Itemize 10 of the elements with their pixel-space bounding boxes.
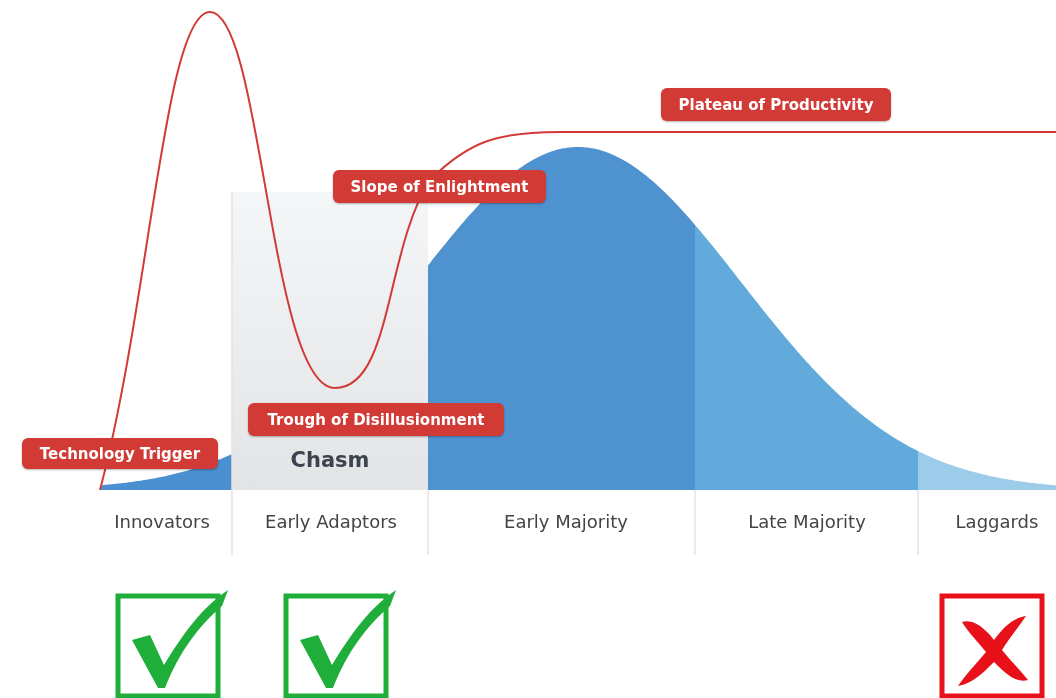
segment-label: Early Adaptors [265,511,397,532]
segment-label: Late Majority [748,511,866,532]
phase-tag: Technology Trigger [22,438,218,469]
segment-label: Innovators [114,511,210,532]
phase-tag: Trough of Disillusionment [248,403,504,436]
segment-label: Early Majority [504,511,628,532]
chasm-label: Chasm [290,448,370,472]
phase-tag: Slope of Enlightment [333,170,546,203]
segment-label: Laggards [955,511,1039,532]
phase-tag: Plateau of Productivity [661,88,891,121]
